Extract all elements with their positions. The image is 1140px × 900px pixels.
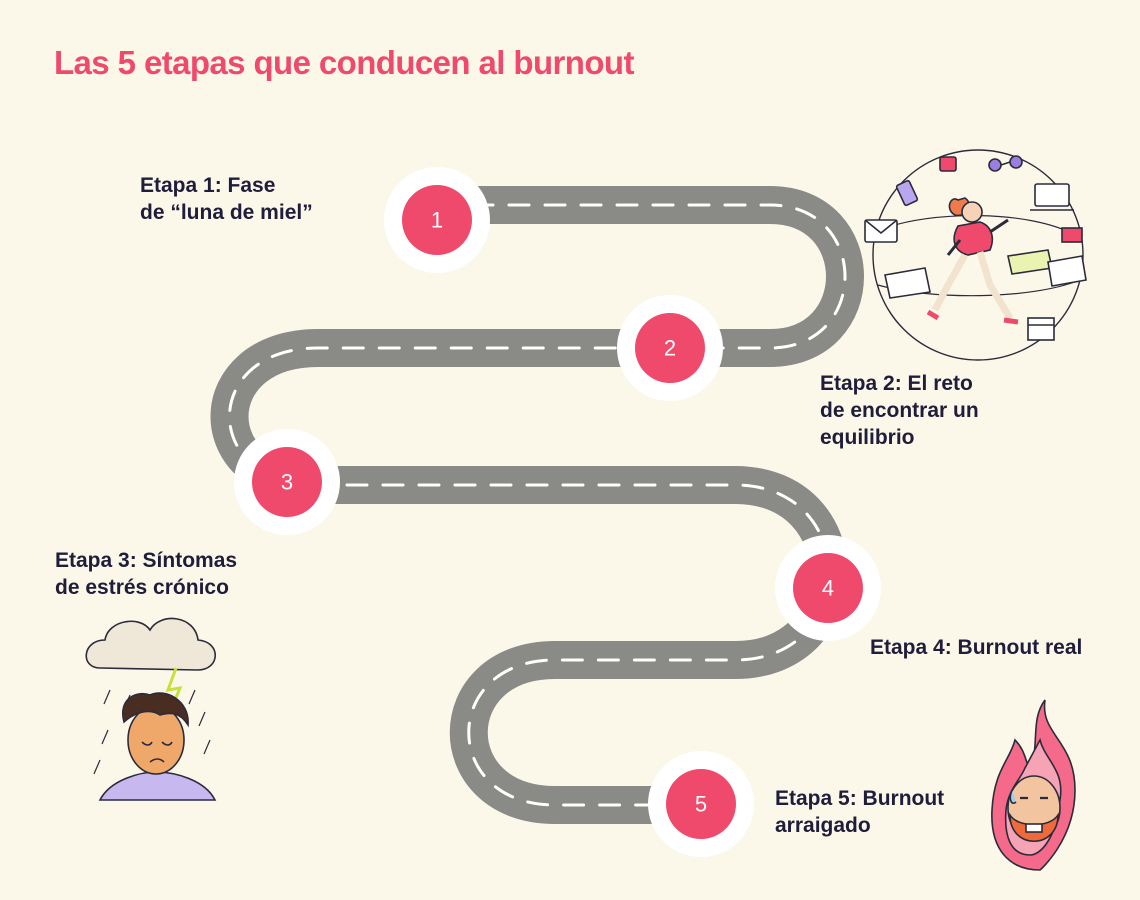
stage-label-5: Etapa 5: Burnout arraigado <box>775 785 944 839</box>
stage-label-4: Etapa 4: Burnout real <box>870 634 1082 661</box>
burning-man-head-icon <box>991 699 1076 871</box>
stage-label-3-line-2: de estrés crónico <box>55 576 229 599</box>
stage-label-2-line-3: equilibrio <box>820 426 915 449</box>
stage-label-1: Etapa 1: Fase de “luna de miel” <box>140 172 313 226</box>
stage-label-5-line-2: arraigado <box>775 814 871 837</box>
stage-label-5-line-1: Etapa 5: Burnout <box>775 787 945 810</box>
stage-label-3-line-1: Etapa 3: Síntomas <box>55 549 238 572</box>
stage-badge-3: 3 <box>234 429 340 535</box>
stage-number-1: 1 <box>431 208 443 233</box>
stage-label-1-line-2: de “luna de miel” <box>140 201 313 224</box>
stage-label-4-line-1: Etapa 4: Burnout real <box>870 636 1083 659</box>
stage-label-3: Etapa 3: Síntomas de estrés crónico <box>55 547 237 601</box>
stage-label-2-line-1: Etapa 2: El reto <box>820 372 973 395</box>
stage-badge-2: 2 <box>617 295 723 401</box>
stage-label-1-line-1: Etapa 1: Fase <box>140 174 276 197</box>
stage-badge-4: 4 <box>775 535 881 641</box>
stage-badge-5: 5 <box>648 751 754 857</box>
stage-number-2: 2 <box>664 336 676 361</box>
stage-number-5: 5 <box>695 792 707 817</box>
running-woman-chaos-icon <box>864 149 1087 361</box>
stage-number-4: 4 <box>822 576 834 601</box>
page-title: Las 5 etapas que conducen al burnout <box>54 44 634 81</box>
stage-label-2-line-2: de encontrar un <box>820 399 979 422</box>
stage-badge-1: 1 <box>384 167 490 273</box>
stage-label-2: Etapa 2: El reto de encontrar un equilib… <box>820 370 979 451</box>
road-center-dashes <box>228 203 847 807</box>
stage-number-3: 3 <box>281 470 293 495</box>
stressed-man-rain-cloud-icon <box>85 617 217 801</box>
